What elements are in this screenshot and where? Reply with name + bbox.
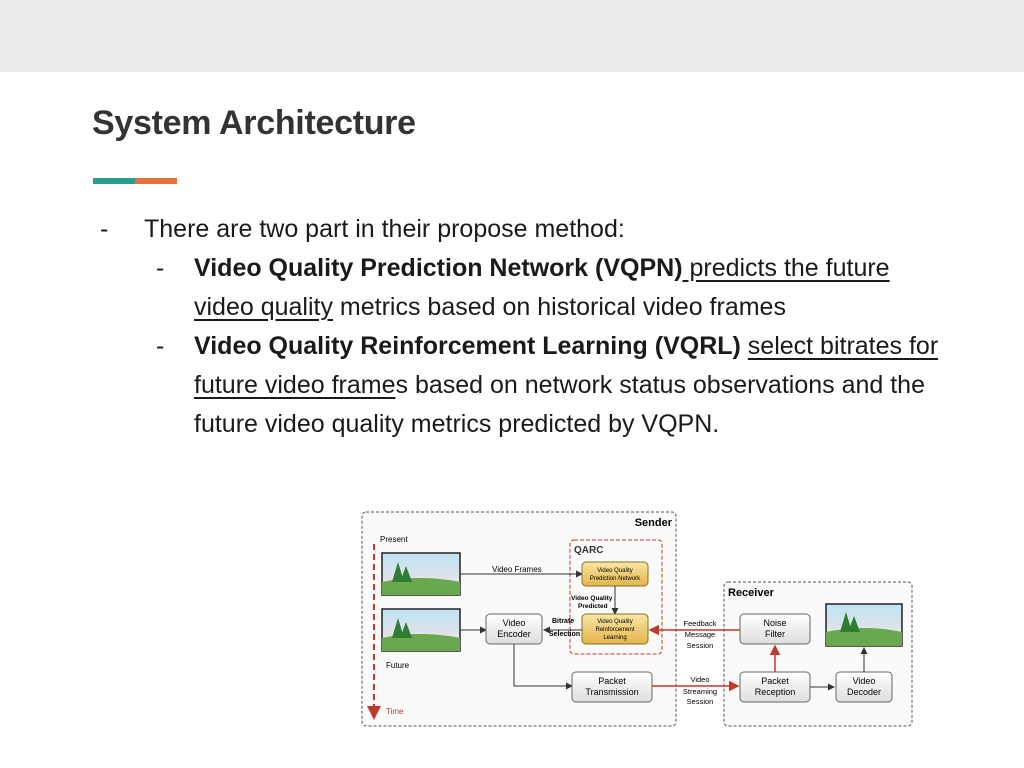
feedback-line1: Feedback xyxy=(684,619,717,628)
decoded-frame-image xyxy=(825,603,903,647)
noise-filter-line2: Filter xyxy=(765,629,785,639)
video-frames-label: Video Frames xyxy=(492,565,542,574)
future-frame-image xyxy=(381,608,461,652)
slide-title: System Architecture xyxy=(92,104,416,142)
vq-predicted-line1: Video Quality xyxy=(571,595,613,602)
time-label: Time xyxy=(386,707,404,716)
sender-label: Sender xyxy=(635,517,673,529)
vqpn-box xyxy=(581,561,649,587)
accent-orange xyxy=(135,178,177,184)
bullet-vqrl: - Video Quality Reinforcement Learning (… xyxy=(156,332,939,438)
vqrl-rest: s based on network status observations a… xyxy=(194,371,925,438)
bitrate-selection-line1: Bitrate xyxy=(552,618,574,625)
noise-filter-line1: Noise xyxy=(763,618,786,628)
vqrl-box-line2: Reinforcement xyxy=(595,627,634,633)
bullet-main-text: There are two part in their propose meth… xyxy=(144,215,625,243)
video-streaming-line3: Session xyxy=(687,697,714,706)
vqrl-box-line3: Learning xyxy=(603,635,626,641)
video-streaming-line1: Video xyxy=(690,675,709,684)
video-decoder-line1: Video xyxy=(853,676,876,686)
qarc-label: QARC xyxy=(574,545,603,556)
noise-filter-box xyxy=(739,613,811,645)
accent-teal xyxy=(93,178,135,184)
vqrl-name: Video Quality Reinforcement Learning (VQ… xyxy=(194,332,741,360)
video-encoder-line2: Encoder xyxy=(497,629,531,639)
video-decoder-line2: Decoder xyxy=(847,687,881,697)
future-label: Future xyxy=(386,661,410,670)
qarc-container xyxy=(569,539,663,655)
bullet-vqpn: - Video Quality Prediction Network (VQPN… xyxy=(156,254,890,321)
receiver-label: Receiver xyxy=(728,587,775,599)
feedback-line3: Session xyxy=(687,641,714,650)
encoder-to-transmission-arrow xyxy=(513,644,573,690)
packet-reception-line1: Packet xyxy=(761,676,789,686)
bullet-main: - There are two part in their propose me… xyxy=(100,210,950,249)
title-accent-bar xyxy=(93,178,177,184)
present-label: Present xyxy=(380,535,408,544)
vqpn-name: Video Quality Prediction Network (VQPN) xyxy=(194,254,683,282)
vqpn-box-line2: Prediction Network xyxy=(590,576,641,582)
bullet-list: - There are two part in their propose me… xyxy=(100,210,950,444)
bitrate-selection-line2: Selection xyxy=(549,631,580,638)
vqrl-box xyxy=(581,613,649,645)
packet-transmission-box xyxy=(571,671,653,703)
vq-predicted-line2: Predicted xyxy=(578,603,608,610)
vqpn-underlined: predicts the future video quality xyxy=(194,254,890,321)
present-frame-image xyxy=(381,552,461,596)
packet-transmission-line2: Transmission xyxy=(585,687,638,697)
vqrl-box-line1: Video Quality xyxy=(597,619,633,625)
slide-top-bar xyxy=(0,0,1024,72)
video-streaming-line2: Streaming xyxy=(683,687,717,696)
vqrl-underlined: select bitrates for future video frame xyxy=(194,332,939,399)
video-encoder-line1: Video xyxy=(503,618,526,628)
architecture-diagram: Sender Receiver QARC Present Future Time… xyxy=(361,511,913,727)
packet-reception-line2: Reception xyxy=(755,687,796,697)
vqpn-box-line1: Video Quality xyxy=(597,568,633,574)
vqpn-rest: metrics based on historical video frames xyxy=(332,293,786,321)
packet-transmission-line1: Packet xyxy=(598,676,626,686)
feedback-line2: Message xyxy=(685,630,715,639)
